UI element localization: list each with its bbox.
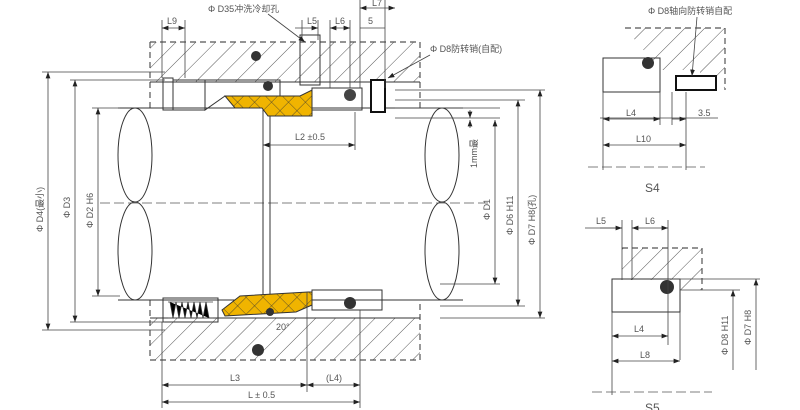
anti-rotation-pin bbox=[370, 79, 386, 113]
bottom-dimensions: L3 (L4) L ± 0.5 bbox=[161, 292, 361, 408]
axial-pin bbox=[675, 75, 717, 91]
callout-flush-hole: Φ D35冲洗冷却孔 bbox=[208, 3, 279, 14]
s4-dim-L4: L4 bbox=[626, 108, 636, 118]
angle-label: 20° bbox=[276, 322, 290, 332]
s5-dim-L6: L6 bbox=[645, 216, 655, 226]
o-ring bbox=[263, 81, 273, 91]
top-dimensions: L9 L5 L6 5 L7 Φ D35冲洗冷却孔 Φ D8防转销(自配) L2 … bbox=[161, 0, 502, 150]
callout-pin: Φ D8防转销(自配) bbox=[430, 43, 502, 54]
s4-callout: Φ D8轴向防转销自配 bbox=[648, 5, 732, 16]
dim-L9: L9 bbox=[167, 16, 177, 26]
dim-D2: Φ D2 H6 bbox=[85, 193, 95, 228]
dim-L6: L6 bbox=[335, 16, 345, 26]
s4-dim-3.5: 3.5 bbox=[698, 108, 711, 118]
s5-dim-L5: L5 bbox=[596, 216, 606, 226]
right-dimensions: 1mm最 Φ D1 Φ D6 H11 Φ D7 H8(孔) bbox=[395, 89, 545, 319]
dim-L7: L7 bbox=[372, 0, 382, 8]
dim-L4: (L4) bbox=[326, 373, 342, 383]
o-ring bbox=[252, 344, 264, 356]
dim-L: L ± 0.5 bbox=[248, 390, 275, 400]
dim-5: 5 bbox=[368, 16, 373, 26]
o-ring bbox=[344, 297, 356, 309]
s5-dim-D8: Φ D8 H11 bbox=[720, 315, 730, 355]
dim-L5: L5 bbox=[307, 16, 317, 26]
s5-dim-L8: L8 bbox=[640, 350, 650, 360]
dim-L3: L3 bbox=[230, 373, 240, 383]
seal-bottom: 20° bbox=[162, 289, 383, 356]
dim-D3: Φ D3 bbox=[62, 197, 72, 218]
s4-dim-L10: L10 bbox=[636, 134, 651, 144]
s4-title: S4 bbox=[645, 181, 660, 195]
s5-dim-D7: Φ D7 H8 bbox=[743, 310, 753, 345]
detail-s4: Φ D8轴向防转销自配 L4 3.5 L10 S4 bbox=[588, 5, 732, 195]
dim-D4: Φ D4(最小) bbox=[35, 187, 45, 232]
shaft bbox=[100, 107, 490, 301]
packing-top bbox=[223, 89, 313, 117]
o-ring bbox=[266, 308, 274, 316]
seal-top bbox=[162, 51, 386, 117]
dim-min-gap: 1mm最 bbox=[469, 139, 479, 168]
detail-s5: L5 L6 L4 L8 Φ D8 H11 Φ D7 H8 S5 bbox=[585, 216, 760, 410]
dim-L2: L2 ±0.5 bbox=[295, 132, 325, 142]
left-dimensions: Φ D4(最小) Φ D3 Φ D2 H6 bbox=[35, 71, 165, 331]
housing-bottom bbox=[149, 290, 421, 361]
s5-dim-L4: L4 bbox=[634, 324, 644, 334]
dim-D7: Φ D7 H8(孔) bbox=[527, 195, 537, 245]
o-ring bbox=[344, 89, 356, 101]
dim-D1: Φ D1 bbox=[482, 199, 492, 220]
o-ring bbox=[251, 51, 261, 61]
s5-title: S5 bbox=[645, 401, 660, 410]
dim-D6: Φ D6 H11 bbox=[505, 195, 515, 235]
